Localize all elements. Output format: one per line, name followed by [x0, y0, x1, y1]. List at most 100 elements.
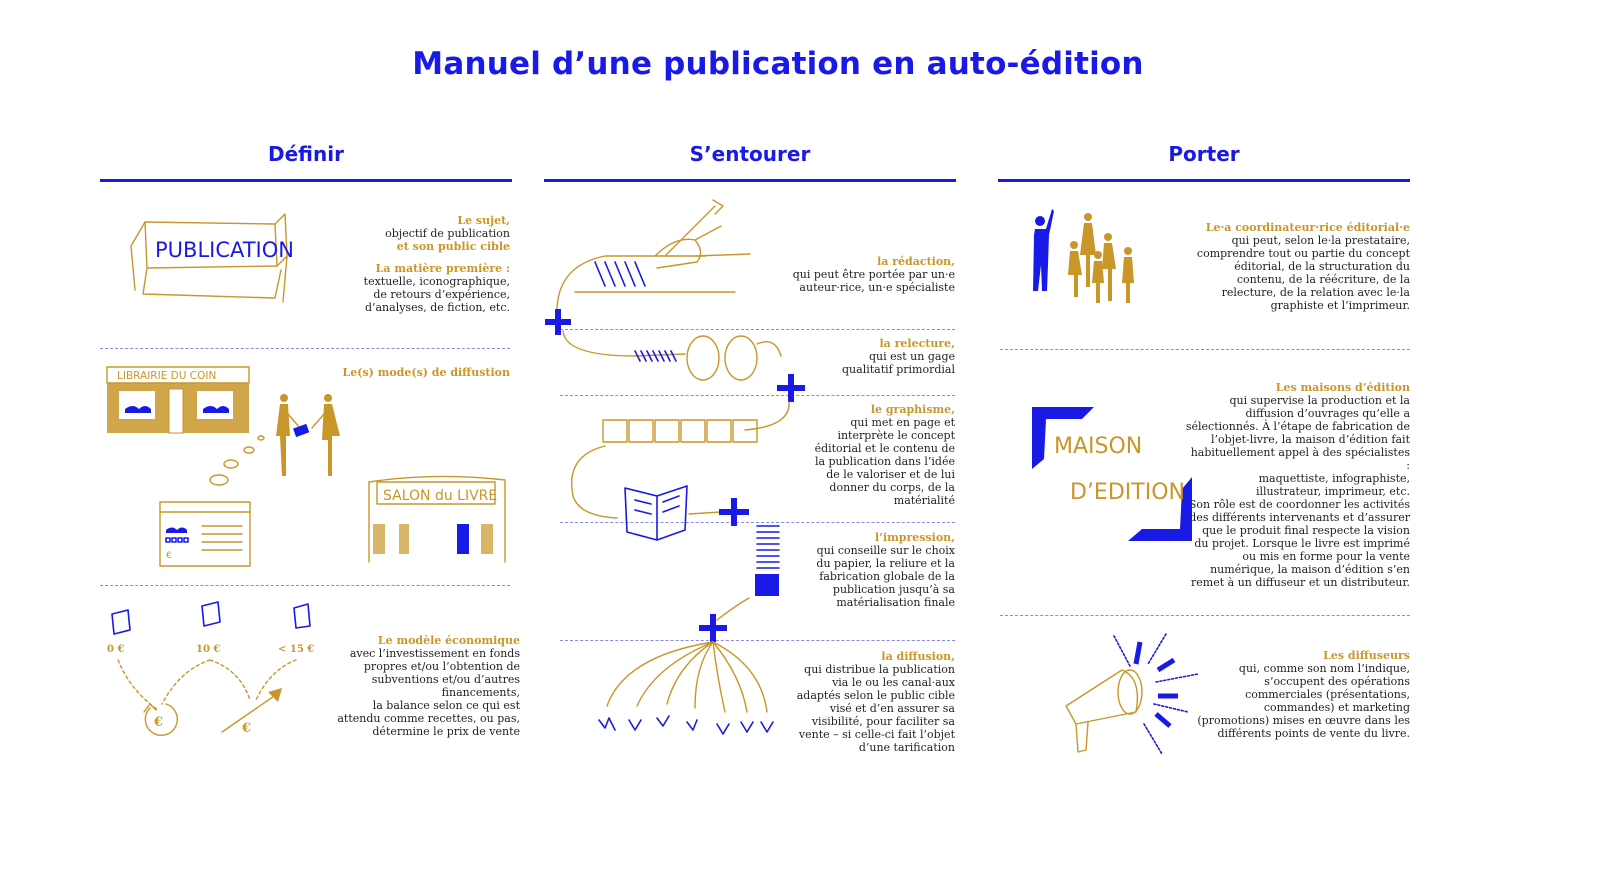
text-block-graphisme: le graphisme, qui met en page et interpr… — [805, 403, 955, 507]
text-line: subventions et/ou d’autres — [371, 673, 520, 686]
text-line: éditorial, de la structuration du — [1234, 260, 1410, 273]
text-line: commerciales (présentations, — [1245, 688, 1410, 701]
text-line: différents points de vente du livre. — [1217, 727, 1410, 740]
text-line: visibilité, pour faciliter sa — [811, 715, 955, 728]
publication-box-illustration: PUBLICATION — [130, 213, 294, 303]
text-line: objectif de publication — [385, 227, 510, 240]
text-block-diffuseurs: Les diffuseurs qui, comme son nom l’indi… — [1180, 649, 1410, 740]
text-line: qui est un gage — [868, 350, 955, 363]
text-line: d’analyses, de fiction, etc. — [364, 301, 510, 314]
separator — [1000, 615, 1410, 616]
text-line: financements, — [441, 686, 520, 699]
column-heading-definir: Définir — [268, 142, 344, 166]
text-line: ou mis en forme pour la vente — [1242, 550, 1410, 563]
megaphone-illustration — [1065, 633, 1199, 755]
online-shop-illustration: € — [159, 501, 251, 567]
online-shop-price-symbol: € — [166, 551, 172, 561]
text-line: qui, comme son nom l’indique, — [1238, 662, 1410, 675]
label-sujet: Le sujet, — [457, 214, 510, 227]
label-matiere-premiere: La matière première : — [375, 262, 510, 275]
text-line: Son rôle est de coordonner les activités — [1188, 498, 1410, 511]
text-line: qui distribue la publication — [804, 663, 955, 676]
text-line: éditorial et le contenu de — [814, 442, 955, 455]
text-line: du papier, la reliure et la — [816, 557, 955, 570]
separator — [560, 329, 955, 330]
text-line: vente – si celle-ci fait l’objet — [798, 728, 955, 741]
text-line: habituellement appel à des spécialistes — [1190, 446, 1410, 459]
team-people-illustration — [1033, 209, 1134, 303]
label-public-cible: et son public cible — [396, 240, 510, 253]
label-modes-diffusion: Le(s) mode(s) de diffustion — [342, 366, 510, 379]
text-block-sujet: Le sujet, objectif de publication et son… — [330, 214, 510, 314]
text-line: (promotions) mises en œuvre dans les — [1197, 714, 1410, 727]
text-line: qui met en page et — [850, 416, 955, 429]
thought-bubbles-illustration — [209, 435, 265, 486]
text-block-modele-economique: Le modèle économique avec l’investisseme… — [320, 634, 520, 738]
text-line: la balance selon ce qui est — [372, 699, 520, 712]
book-fair-illustration: SALON du LIVRE — [368, 475, 506, 563]
text-line: avec l’investissement en fonds — [349, 647, 520, 660]
text-line: des différents intervenants et d’assurer — [1189, 511, 1410, 524]
text-line: qualitatif primordial — [842, 363, 955, 376]
column-rule-sentourer — [544, 179, 956, 182]
currency-symbol-loop: € — [153, 715, 163, 730]
text-line: propres et/ou l’obtention de — [363, 660, 520, 673]
label-modele-economique: Le modèle économique — [377, 634, 520, 647]
text-block-relecture: la relecture, qui est un gage qualitatif… — [775, 337, 955, 376]
text-line: détermine le prix de vente — [372, 725, 520, 738]
separator — [560, 395, 955, 396]
text-line: adaptés selon le public cible — [796, 689, 955, 702]
text-line: de retours d’expérience, — [373, 288, 510, 301]
column-heading-sentourer: S’entourer — [689, 142, 811, 166]
text-block-maisons-edition: Les maisons d’édition qui supervise la p… — [1170, 381, 1410, 589]
text-line: donner du corps, de la — [829, 481, 955, 494]
publishing-house-label-line2: D’EDITION — [1070, 480, 1185, 505]
text-line: textuelle, iconographique, — [363, 275, 510, 288]
text-line: graphiste et l’imprimeur. — [1270, 299, 1410, 312]
separator — [100, 348, 510, 349]
label-relecture: la relecture, — [879, 337, 955, 350]
text-line: auteur·rice, un·e spécialiste — [799, 281, 955, 294]
book-fair-sign-label: SALON du LIVRE — [383, 488, 497, 504]
price-label-fifteen: < 15 € — [278, 644, 314, 655]
text-block-redaction: la rédaction, qui peut être portée par u… — [775, 255, 955, 294]
text-line: du projet. Lorsque le livre est imprimé — [1194, 537, 1410, 550]
text-line: de le valoriser et de lui — [826, 468, 955, 481]
bookstore-illustration: LIBRAIRIE DU COIN — [106, 366, 250, 434]
price-label-ten: 10 € — [196, 644, 220, 655]
page-title: Manuel d’une publication en auto-édition — [412, 46, 1144, 82]
text-line: attendu comme recettes, ou pas, — [337, 712, 520, 725]
label-graphisme: le graphisme, — [870, 403, 955, 416]
text-line: sélectionnés. À l’étape de fabrication d… — [1185, 420, 1410, 433]
text-line: visé et d’en assurer sa — [829, 702, 955, 715]
separator — [560, 522, 955, 523]
people-exchanging-book-illustration — [276, 394, 340, 476]
text-line: numérique, la maison d’édition s’en — [1210, 563, 1410, 576]
label-maisons-edition: Les maisons d’édition — [1275, 381, 1410, 394]
text-line: illustrateur, imprimeur, etc. — [1256, 485, 1410, 498]
label-diffusion: la diffusion, — [881, 650, 955, 663]
separator — [100, 585, 510, 586]
text-line: matérialité — [893, 494, 955, 507]
publishing-house-label-line1: MAISON — [1054, 434, 1142, 459]
currency-symbol-arrow: € — [241, 721, 251, 736]
text-line: via le ou les canal·aux — [832, 676, 955, 689]
text-line: maquettiste, infographiste, — [1258, 472, 1410, 485]
label-coordinateur: Le·a coordinateur·rice éditorial·e — [1205, 221, 1410, 234]
label-impression: l’impression, — [874, 531, 955, 544]
separator — [1000, 349, 1410, 350]
text-line: fabrication globale de la — [819, 570, 955, 583]
text-line: : — [1406, 459, 1410, 472]
price-label-free: 0 € — [107, 644, 124, 655]
column-rule-definir — [100, 179, 512, 182]
column-heading-porter: Porter — [1168, 142, 1240, 166]
text-line: comprendre tout ou partie du concept — [1196, 247, 1410, 260]
text-line: que le produit final respecte la vision — [1202, 524, 1410, 537]
label-redaction: la rédaction, — [877, 255, 955, 268]
text-line: qui conseille sur le choix — [816, 544, 955, 557]
text-line: commandes) et marketing — [1263, 701, 1410, 714]
text-line: d’une tarification — [858, 741, 955, 754]
text-line: relecture, de la relation avec le·la — [1221, 286, 1410, 299]
text-line: s’occupent des opérations — [1264, 675, 1410, 688]
text-line: publication jusqu’à sa — [832, 583, 955, 596]
